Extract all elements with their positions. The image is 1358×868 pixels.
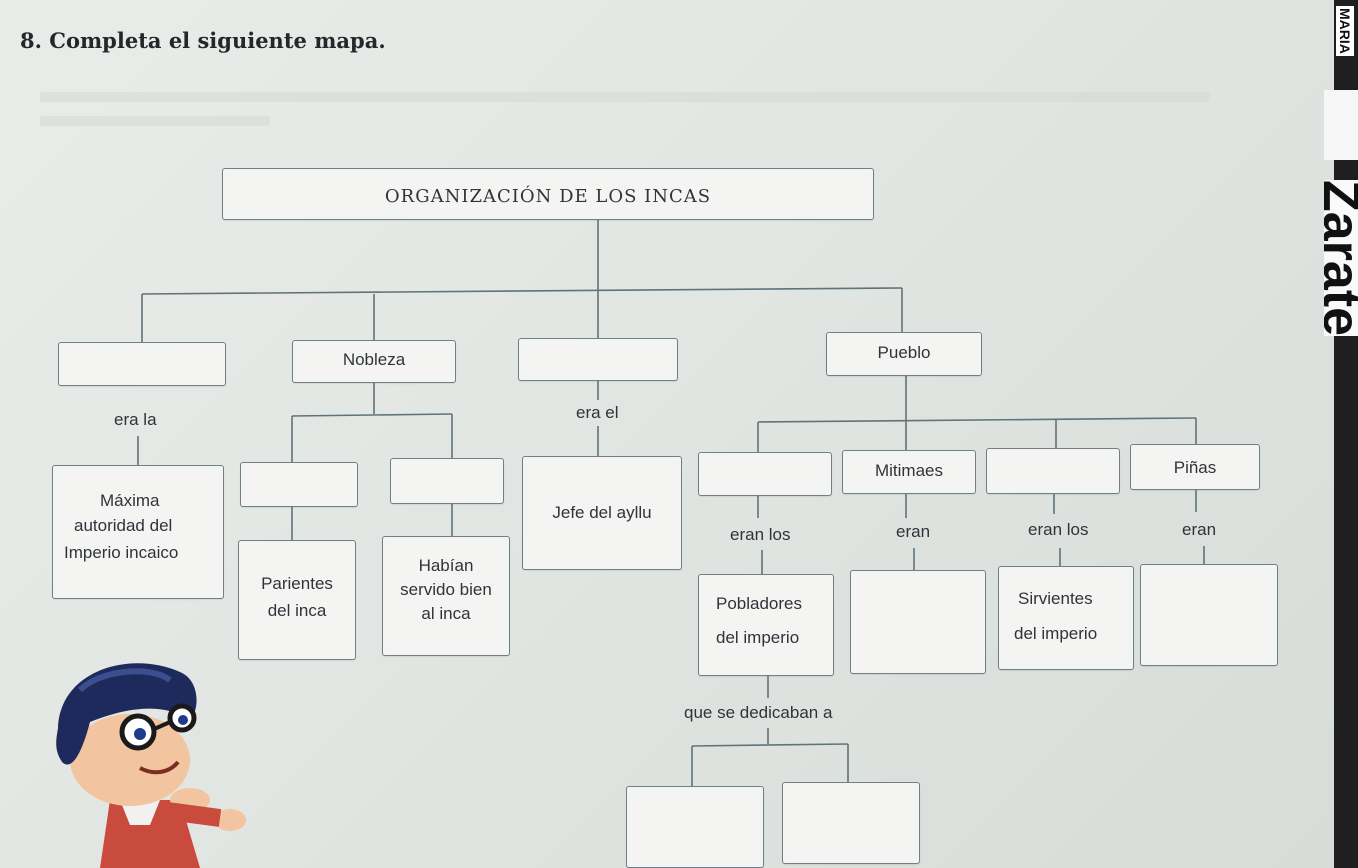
maxima-line: Máxima <box>100 491 160 510</box>
jefe-box <box>522 456 682 570</box>
book-edge-label-bg <box>1324 90 1358 160</box>
blank-box-activity-1[interactable] <box>626 786 764 868</box>
cartoon-boy-illustration <box>56 663 246 868</box>
parientes-line: Parientes <box>261 574 333 593</box>
surname-label: Zarate <box>1324 180 1358 337</box>
map-title: ORGANIZACIÓN DE LOS INCAS <box>384 186 712 207</box>
sirvientes-line: del imperio <box>1014 624 1098 643</box>
connector-era-el: era el <box>576 403 619 422</box>
parientes-box <box>238 540 356 660</box>
connector-que-se-dedicaban: que se dedicaban a <box>684 703 833 722</box>
nobleza-box <box>292 340 456 383</box>
sirvientes-box <box>998 566 1134 670</box>
name-tag: MARIA <box>1336 6 1354 56</box>
exercise-heading: 8. Completa el siguiente mapa. <box>20 28 386 53</box>
habian-box <box>382 536 510 656</box>
title-box <box>222 168 874 220</box>
pinas-box <box>1130 444 1260 490</box>
habian-line: Habían <box>418 556 474 575</box>
connector-eran: eran <box>896 522 931 541</box>
sirvientes-line: Sirvientes <box>1018 589 1093 608</box>
pinas-label: Piñas <box>1173 458 1217 477</box>
pueblo-box <box>826 332 982 376</box>
habian-line: al inca <box>421 604 471 623</box>
blank-box-nobleza-2[interactable] <box>390 458 504 504</box>
blank-box-activity-2[interactable] <box>782 782 920 864</box>
jefe-label: Jefe del ayllu <box>552 503 652 522</box>
maxima-line: autoridad del <box>74 516 173 535</box>
connector-era-la: era la <box>114 410 157 429</box>
blank-box-pueblo-desc-4[interactable] <box>1140 564 1278 666</box>
connector-eran: eran <box>1182 520 1217 539</box>
mitimaes-box <box>842 450 976 494</box>
connector-eran-los: eran los <box>730 525 791 544</box>
parientes-line: del inca <box>267 601 327 620</box>
pobladores-line: Pobladores <box>716 594 803 613</box>
pueblo-label: Pueblo <box>877 343 931 362</box>
maxima-line: Imperio incaico <box>64 543 179 562</box>
faint-text-line <box>40 116 270 126</box>
blank-box-curaca[interactable] <box>518 338 678 381</box>
habian-line: servido bien <box>400 580 492 599</box>
blank-box-pueblo-1[interactable] <box>698 452 832 496</box>
connector-eran-los: eran los <box>1028 520 1089 539</box>
mitimaes-label: Mitimaes <box>874 461 943 480</box>
pobladores-box <box>698 574 834 676</box>
blank-box-pueblo-desc-2[interactable] <box>850 570 986 674</box>
blank-box-emperor[interactable] <box>58 342 226 386</box>
nobleza-label: Nobleza <box>342 350 406 369</box>
blank-box-nobleza-1[interactable] <box>240 462 358 507</box>
faint-text-line <box>40 92 1210 102</box>
pobladores-line: del imperio <box>716 628 800 647</box>
blank-box-pueblo-3[interactable] <box>986 448 1120 494</box>
maxima-box <box>52 465 224 599</box>
